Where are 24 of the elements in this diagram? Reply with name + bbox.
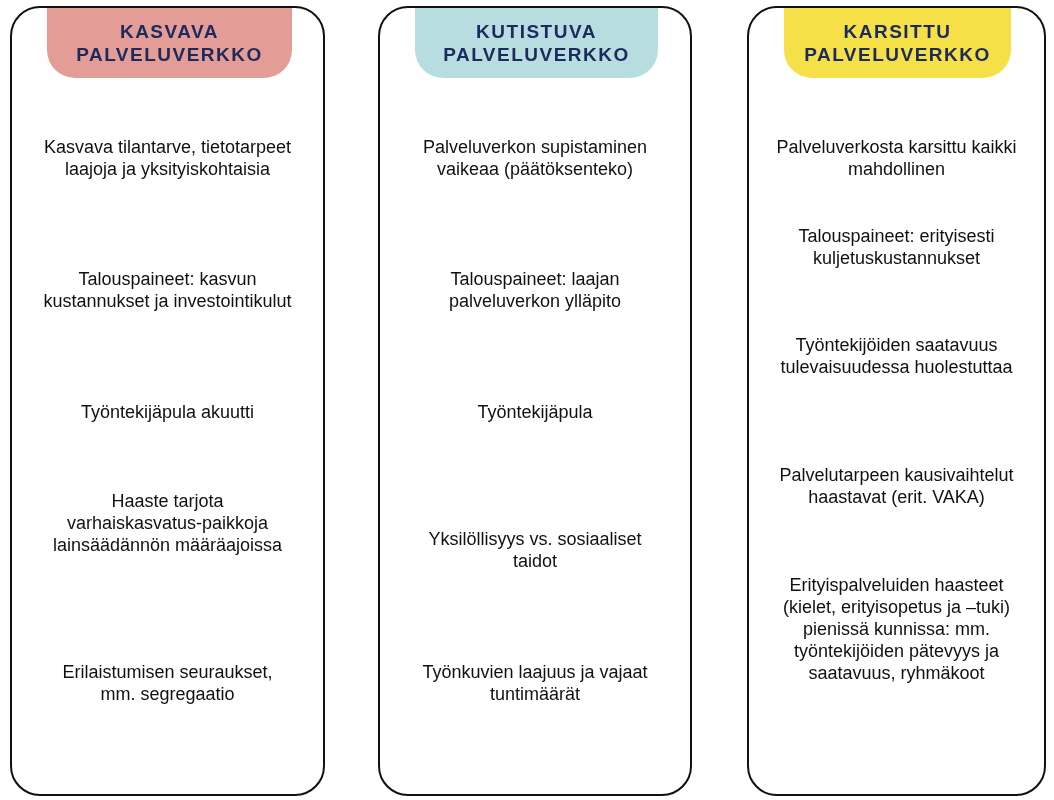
column-card bbox=[378, 6, 692, 796]
challenge-text: Yksilöllisyys vs. sosiaaliset taidot bbox=[427, 528, 643, 572]
challenge-text: Työntekijäpula akuutti bbox=[79, 401, 256, 423]
header-tab bbox=[47, 8, 292, 78]
column-heading: KARSITTU PALVELUVERKKO bbox=[803, 20, 992, 66]
challenge-text: Talouspaineet: erityisesti kuljetuskustannukset bbox=[797, 225, 996, 269]
column-card bbox=[747, 6, 1046, 796]
challenge-text: Työnkuvien laajuus ja vajaat tuntimäärät bbox=[421, 661, 649, 705]
challenge-text: Työntekijöiden saatavuus tulevaisuudessa huolestuttaa bbox=[779, 334, 1014, 378]
challenge-text: Erityispalveluiden haasteet (kielet, erityisopetus ja –tuki) pienissä kunnissa: mm. työntekijöiden pätevyys ja saatavuus, ryhmäkoot bbox=[781, 574, 1012, 684]
challenge-text: Haaste tarjota varhaiskasvatus-paikkoja lainsäädännön määräajoissa bbox=[51, 490, 284, 556]
challenge-text: Palvelutarpeen kausivaihtelut haastavat (erit. VAKA) bbox=[778, 464, 1015, 508]
challenge-text: Työntekijäpula bbox=[476, 401, 594, 423]
challenge-text: Palveluverkon supistaminen vaikeaa (päätöksenteko) bbox=[421, 136, 649, 180]
column-heading: KUTISTUVA PALVELUVERKKO bbox=[442, 20, 631, 66]
column-heading: KASVAVA PALVELUVERKKO bbox=[75, 20, 264, 66]
challenge-text: Kasvava tilantarve, tietotarpeet laajoja ja yksityiskohtaisia bbox=[42, 136, 293, 180]
header-tab bbox=[415, 8, 658, 78]
challenge-text: Erilaistumisen seuraukset, mm. segregaatio bbox=[61, 661, 274, 705]
header-tab bbox=[784, 8, 1011, 78]
column-card bbox=[10, 6, 325, 796]
challenge-text: Palveluverkosta karsittu kaikki mahdollinen bbox=[775, 136, 1018, 180]
challenge-text: Talouspaineet: laajan palveluverkon ylläpito bbox=[447, 268, 623, 312]
challenge-text: Talouspaineet: kasvun kustannukset ja investointikulut bbox=[42, 268, 293, 312]
